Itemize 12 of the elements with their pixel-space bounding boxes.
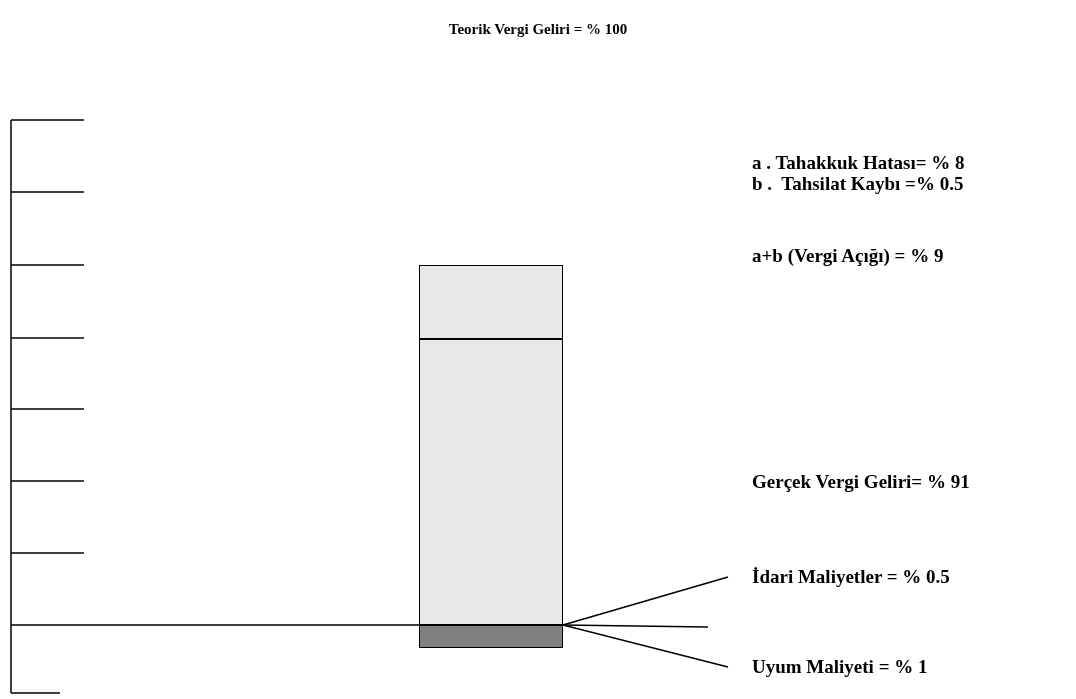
leader-line [562, 624, 729, 668]
cost-label: Uyum Maliyeti = % 1 [752, 654, 928, 680]
bar-segment [419, 625, 563, 648]
cost-label: İdari Maliyetler = % 0.5 [752, 564, 950, 590]
value-label: b . Tahsilat Kaybı =% 0.5 [752, 172, 964, 196]
value-label: a . Tahakkuk Hatası= % 8 [752, 151, 965, 175]
leader-line [562, 576, 729, 626]
title: Teorik Vergi Geliri = % 100 [447, 20, 629, 39]
bar-segment [419, 339, 563, 625]
value-label: Gerçek Vergi Geliri= % 91 [752, 470, 970, 494]
bar-segment [419, 265, 563, 339]
value-label: a+b (Vergi Açığı) = % 9 [752, 244, 944, 268]
